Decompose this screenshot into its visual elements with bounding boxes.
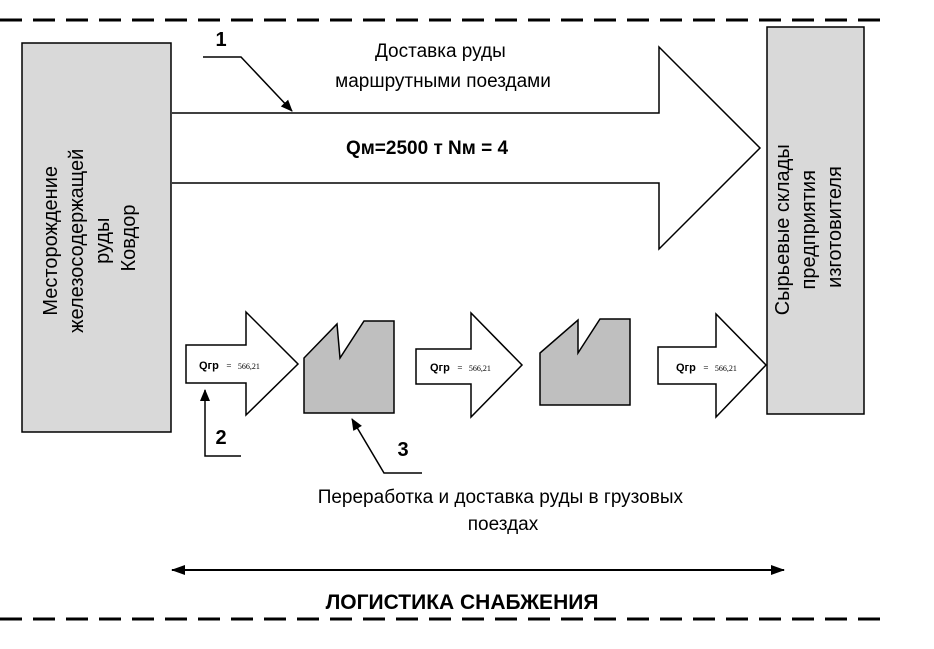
callout-1-number: 1 [215,29,226,51]
processing-block-2 [539,318,631,406]
callout-1: 1 [203,29,293,112]
small-arrow-1-label: Qгр = 566,21 [199,356,260,373]
small-arrow-2: Qгр = 566,21 [415,311,524,419]
main-delivery-arrow: Доставка руды маршрутными поездами Qм=25… [172,41,762,251]
callout-3-number: 3 [397,439,408,461]
small-arrow-3-label: Qгр = 566,21 [676,358,737,375]
processing-caption: Переработка и доставка руды в грузовых п… [318,487,689,535]
main-arrow-caption: Доставка руды маршрутными поездами [335,41,551,92]
source-block-label: Месторождение железосодержащей руды Ковд… [40,143,140,333]
logistics-title: ЛОГИСТИКА СНАБЖЕНИЯ [326,591,599,614]
callout-3: 3 [351,418,422,474]
small-arrow-3: Qгр = 566,21 [657,312,768,419]
small-arrow-1: Qгр = 566,21 [185,310,300,417]
small-arrow-2-label: Qгр = 566,21 [430,358,491,375]
target-block: Сырьевые склады предприятия изготовителя [766,26,865,415]
target-block-label: Сырьевые склады предприятия изготовителя [772,139,846,316]
processing-block-1 [303,320,395,414]
source-block: Месторождение железосодержащей руды Ковд… [21,42,172,433]
callout-2-number: 2 [215,427,226,449]
main-arrow-params: Qм=2500 т Nм = 4 [346,138,508,159]
callout-2: 2 [200,389,241,457]
